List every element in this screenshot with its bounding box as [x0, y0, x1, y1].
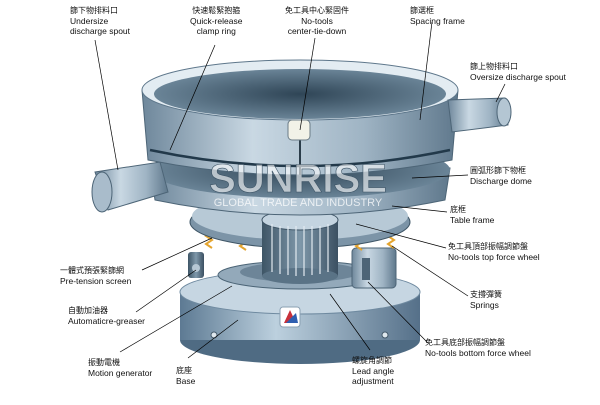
- auto-greaser: [188, 252, 204, 278]
- oversize-spout: [447, 97, 512, 133]
- label-clamp-en1: Quick-release: [190, 16, 243, 26]
- label-undersize-en2: discharge spout: [70, 26, 131, 36]
- label-table-en1: Table frame: [450, 215, 495, 225]
- label-clamp-zh: 快速鬆緊抱箍: [192, 6, 241, 15]
- column-ribs: [271, 224, 329, 276]
- label-springs: 支撐彈簧 Springs: [470, 290, 502, 310]
- label-motor: 振動電機 Motion generator: [88, 358, 152, 378]
- label-leadangle-zh: 螺旋角調節: [352, 356, 392, 365]
- label-undersize-zh: 篩下物排料口: [70, 6, 118, 15]
- label-topforce-zh: 免工具頂部振幅調節盤: [448, 242, 528, 251]
- label-bottomforce-en1: No-tools bottom force wheel: [425, 348, 531, 358]
- label-motor-en1: Motion generator: [88, 368, 153, 378]
- label-greaser-en1: Automaticre-greaser: [68, 316, 146, 326]
- undersize-spout: [91, 161, 169, 213]
- label-bottomforce: 免工具底部振幅調節盤 No-tools bottom force wheel: [425, 338, 531, 358]
- label-oversize-zh: 篩上物排料口: [470, 62, 518, 71]
- label-centertie: 免工具中心緊固件 No-tools center-tie-down: [285, 6, 349, 36]
- label-topforce-en1: No-tools top force wheel: [448, 252, 540, 262]
- label-clamp: 快速鬆緊抱箍 Quick-release clamp ring: [190, 6, 242, 36]
- label-table: 底框 Table frame: [450, 205, 494, 225]
- label-dome-zh: 圓弧形篩下物框: [470, 166, 526, 175]
- label-pretension-zh: 一體式預張緊篩網: [60, 266, 124, 275]
- label-leadangle-en2: adjustment: [352, 376, 394, 386]
- label-undersize: 篩下物排料口 Undersize discharge spout: [70, 6, 130, 36]
- label-base-zh: 底座: [176, 366, 192, 375]
- label-topforce: 免工具頂部振幅調節盤 No-tools top force wheel: [448, 242, 540, 262]
- label-spacing-zh: 篩選框: [410, 6, 434, 15]
- label-greaser-zh: 自動加油器: [68, 306, 108, 315]
- label-centertie-en1: No-tools: [301, 16, 333, 26]
- label-clamp-en2: clamp ring: [196, 26, 236, 36]
- watermark-brand: SUNRISE: [209, 157, 387, 201]
- label-leadangle-en1: Lead angle: [352, 366, 395, 376]
- side-housing: [351, 247, 397, 289]
- label-base: 底座 Base: [176, 366, 195, 386]
- label-spacing-en1: Spacing frame: [410, 16, 465, 26]
- label-table-zh: 底框: [450, 205, 466, 214]
- label-leadangle: 螺旋角調節 Lead angle adjustment: [352, 356, 394, 386]
- leader-lines: [94, 21, 506, 359]
- center-tie-down: [287, 119, 311, 175]
- brand-logo: [279, 306, 301, 328]
- label-dome-en1: Discharge dome: [470, 176, 532, 186]
- label-undersize-en1: Undersize: [70, 16, 109, 26]
- label-springs-zh: 支撐彈簧: [470, 290, 502, 299]
- label-centertie-en2: center-tie-down: [287, 26, 347, 36]
- label-greaser: 自動加油器 Automaticre-greaser: [68, 306, 145, 326]
- label-centertie-zh: 免工具中心緊固件: [285, 6, 349, 15]
- label-base-en1: Base: [176, 376, 196, 386]
- label-oversize: 篩上物排料口 Oversize discharge spout: [470, 62, 566, 82]
- label-springs-en1: Springs: [470, 300, 499, 310]
- label-oversize-en1: Oversize discharge spout: [470, 72, 566, 82]
- label-bottomforce-zh: 免工具底部振幅調節盤: [425, 338, 505, 347]
- label-motor-zh: 振動電機: [88, 358, 120, 367]
- label-spacing: 篩選框 Spacing frame: [410, 6, 465, 26]
- label-pretension: 一體式預張緊篩網 Pre-tension screen: [60, 266, 131, 286]
- center-column: [261, 209, 339, 284]
- watermark-tagline: GLOBAL TRADE AND INDUSTRY: [214, 197, 383, 209]
- label-dome: 圓弧形篩下物框 Discharge dome: [470, 166, 532, 186]
- label-pretension-en1: Pre-tension screen: [60, 276, 132, 286]
